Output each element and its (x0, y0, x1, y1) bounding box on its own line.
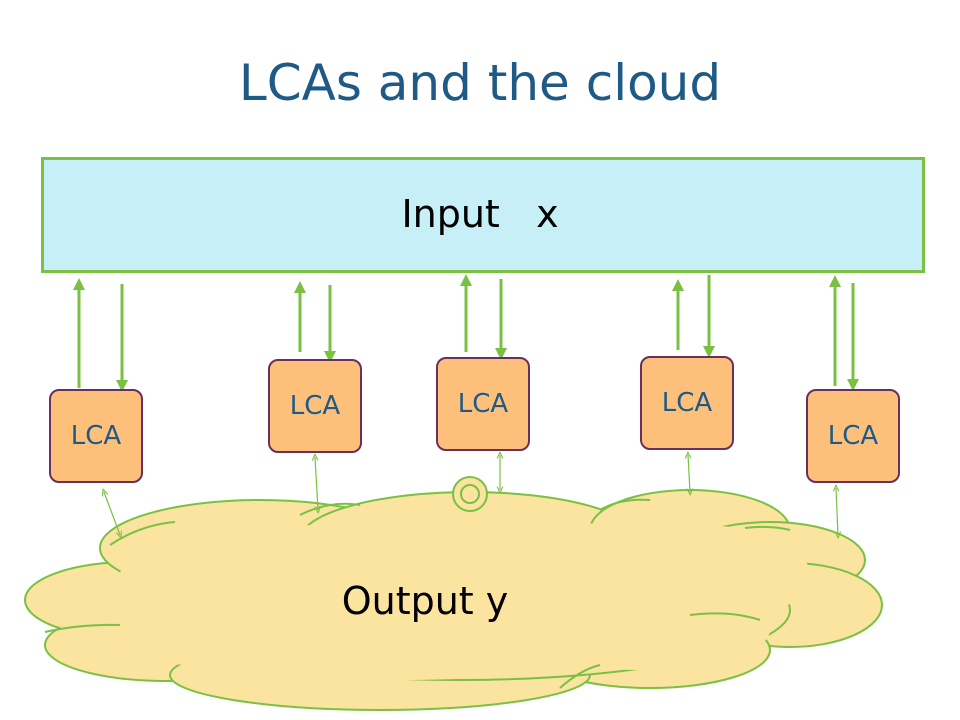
lca-box-5: LCA (806, 389, 900, 483)
lca-box-3: LCA (436, 357, 530, 451)
output-label: Output y (341, 579, 509, 623)
lca-input-arrows (73, 274, 859, 392)
cloud-link-1 (104, 492, 120, 535)
lca-box-4: LCA (640, 356, 734, 450)
input-box (41, 157, 925, 273)
input-label: Input x (401, 192, 559, 236)
cloud-link-5 (836, 488, 838, 535)
lca-box-2: LCA (268, 359, 362, 453)
slide-title: LCAs and the cloud (238, 54, 722, 112)
cloud-link-2 (315, 457, 318, 510)
lca-cloud-arrows (104, 455, 838, 535)
output-cloud (24, 476, 883, 711)
lca-box-1: LCA (49, 389, 143, 483)
cloud-link-4 (688, 455, 690, 492)
